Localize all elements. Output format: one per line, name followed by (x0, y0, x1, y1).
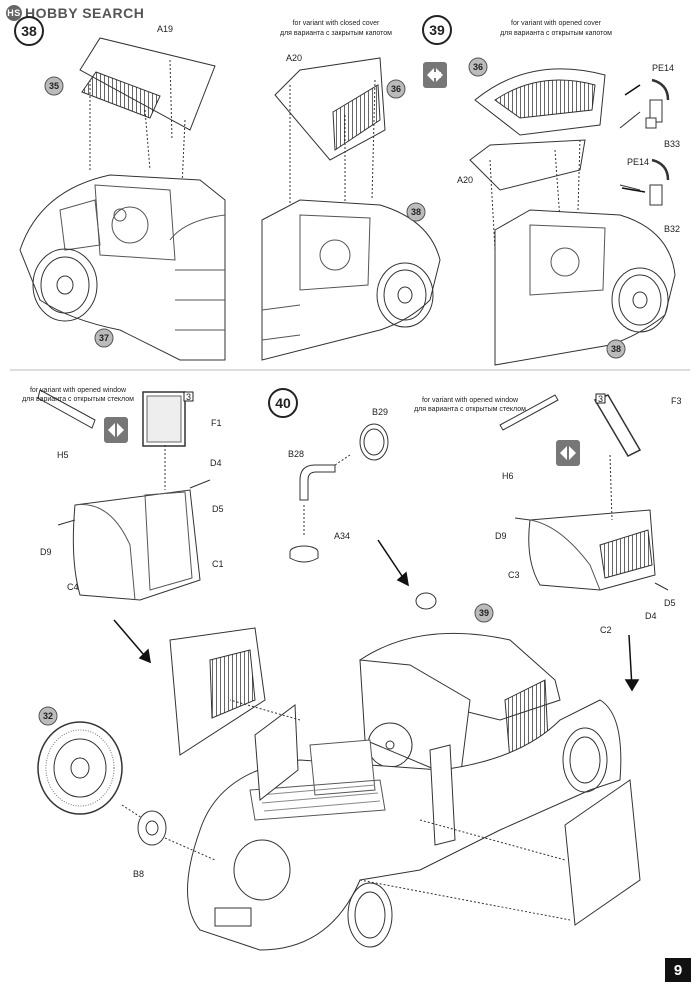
part-label-C2: C2 (600, 625, 612, 635)
swap-variant-icon (104, 417, 128, 443)
part-label-PE14-lower: PE14 (627, 157, 649, 167)
step-39-opened-variant (469, 68, 676, 366)
part-label-D5-left: D5 (212, 504, 224, 514)
part-label-D4-right: D4 (645, 611, 657, 621)
step-39-closed-variant (261, 57, 441, 361)
step-markers: 38 39 40 (14, 15, 452, 418)
step-40-number: 40 (275, 395, 291, 411)
note-window-right-ru: для варианта с открытым стеклом (414, 406, 526, 413)
note-closed-en: for variant with closed cover (293, 20, 380, 27)
note-opened-en: for variant with opened cover (511, 20, 602, 27)
watermark-logo-icon: HS (6, 5, 22, 21)
note-opened-ru: для варианта с открытым капотом (500, 30, 612, 37)
ref-38-closed: 38 (411, 207, 421, 217)
main-car-assembly (169, 627, 641, 951)
part-label-B32: B32 (664, 224, 680, 234)
watermark: HS HOBBY SEARCH (6, 4, 144, 22)
part-label-A20-opened: A20 (457, 175, 473, 185)
step-38-number: 38 (21, 23, 37, 39)
swap-variant-icon (556, 440, 580, 466)
step-40-mirror-assembly (289, 423, 437, 610)
part-label-A19: A19 (157, 24, 173, 34)
part-label-C4: C4 (67, 582, 79, 592)
right-door-assembly (499, 394, 669, 591)
ref-36-opened: 36 (473, 62, 483, 72)
note-closed-ru: для варианта с закрытым капотом (280, 30, 392, 37)
step-38-assembly (19, 37, 226, 361)
part-label-H6: H6 (502, 471, 514, 481)
left-door-assembly (37, 389, 211, 601)
part-label-B8: B8 (133, 869, 144, 879)
page-number: 9 (665, 958, 691, 982)
note-window-left-ru: для варианта с открытым стеклом (22, 396, 134, 403)
note-window-left-en: for variant with opened window (30, 387, 127, 394)
part-label-A34: A34 (334, 531, 350, 541)
part-label-D5-right: D5 (664, 598, 676, 608)
part-label-C1: C1 (212, 559, 224, 569)
spare-wheel-assembly (37, 721, 216, 861)
variant-notes: for variant with closed cover для вариан… (22, 20, 612, 413)
part-label-D9-left: D9 (40, 547, 52, 557)
part-label-F1: F1 (211, 418, 222, 428)
part-label-C3: C3 (508, 570, 520, 580)
part-label-F3: F3 (671, 396, 682, 406)
ref-36-closed: 36 (391, 84, 401, 94)
part-label-H5: H5 (57, 450, 69, 460)
ref-39: 39 (479, 608, 489, 618)
ref-37: 37 (99, 333, 109, 343)
part-label-B33: B33 (664, 139, 680, 149)
part-label-PE14-upper: PE14 (652, 63, 674, 73)
direction-arrows (113, 84, 646, 692)
part-label-box-3-left: 3 (186, 392, 191, 402)
ref-32: 32 (43, 711, 53, 721)
note-window-right-en: for variant with opened window (422, 397, 519, 404)
part-label-D4-left: D4 (210, 458, 222, 468)
part-label-A20-closed: A20 (286, 53, 302, 63)
reference-markers: 35 37 36 38 36 38 39 32 (38, 57, 626, 726)
part-label-B28: B28 (288, 449, 304, 459)
swap-variant-icon (423, 62, 447, 88)
part-label-D9-right: D9 (495, 531, 507, 541)
part-labels: A19 A20 A20 PE14 PE14 B33 B32 3 F1 3 F3 … (40, 24, 682, 879)
step-39-number: 39 (429, 22, 445, 38)
ref-35: 35 (49, 81, 59, 91)
watermark-text: HOBBY SEARCH (25, 5, 145, 21)
part-label-B29: B29 (372, 407, 388, 417)
part-label-box-3-right: 3 (598, 394, 603, 404)
ref-38-opened: 38 (611, 344, 621, 354)
